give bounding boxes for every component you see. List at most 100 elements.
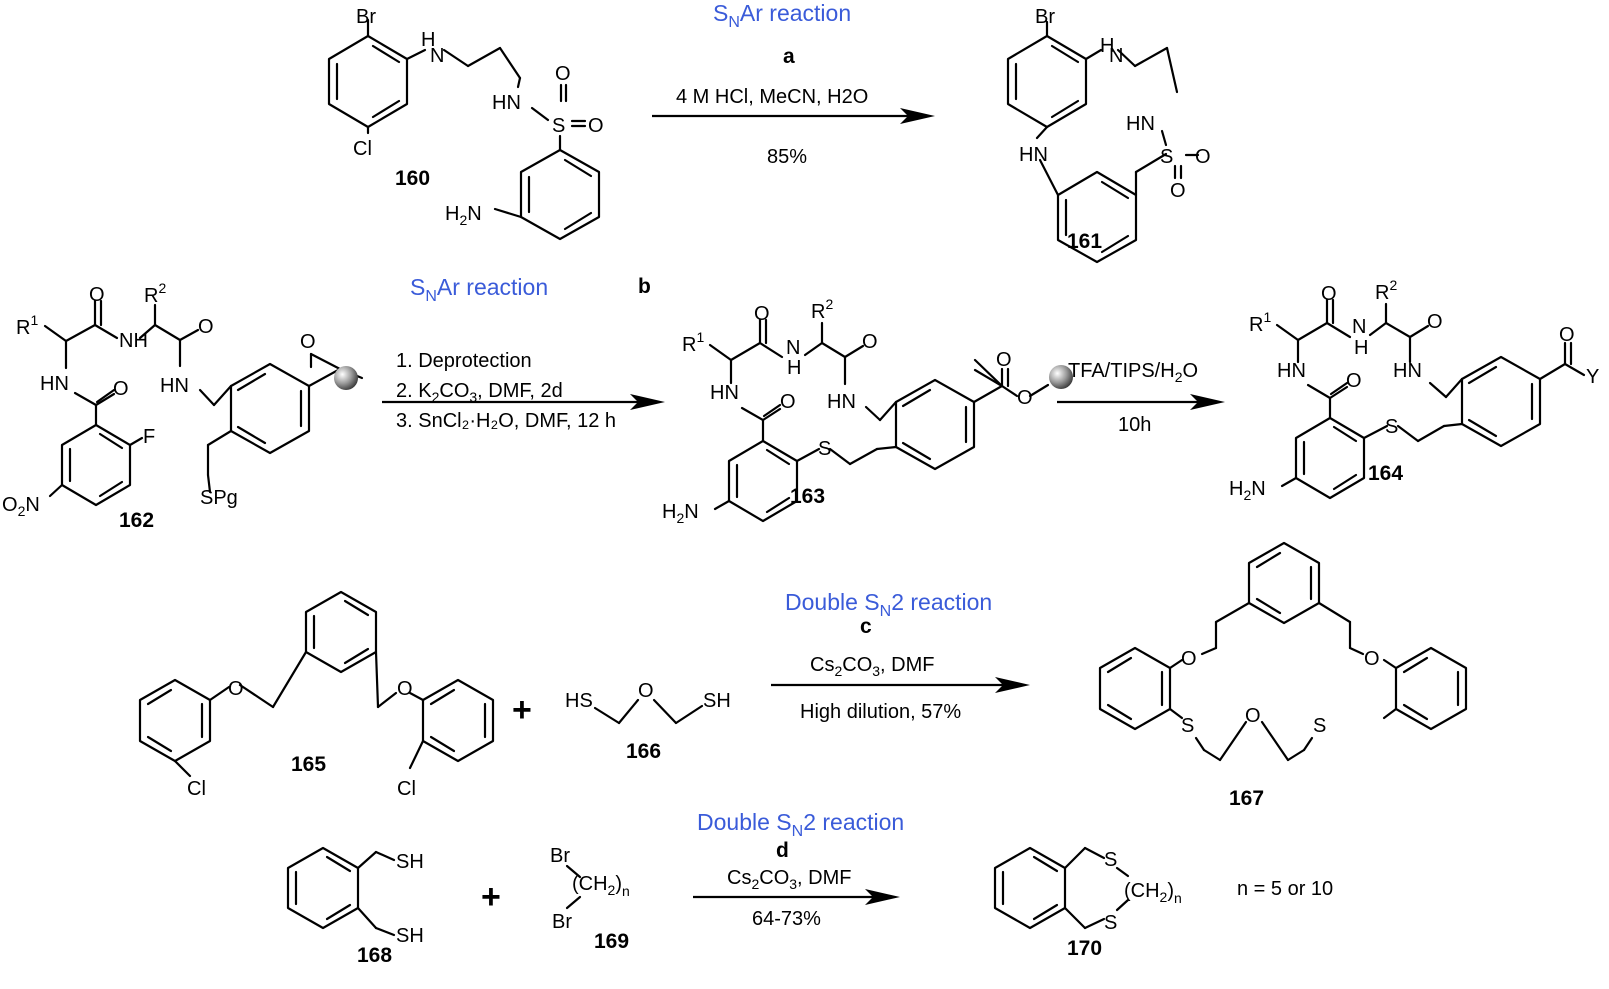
atom-o: O xyxy=(1427,311,1443,333)
atom-o2n: O2N xyxy=(2,494,40,519)
atom-n: N xyxy=(430,45,444,67)
atom-o: O xyxy=(1181,648,1197,670)
atom-hn: HN xyxy=(710,382,739,404)
atom-h2n: H2N xyxy=(1229,478,1266,503)
atom-hn: HN xyxy=(492,92,521,114)
atom-o: O xyxy=(1245,705,1261,727)
atom-r1: R1 xyxy=(16,312,38,339)
atom-br: Br xyxy=(552,911,572,933)
reaction-title-a: SNAr reaction xyxy=(713,0,851,31)
atom-ch2n: (CH2)n xyxy=(1124,880,1182,906)
atom-o: O xyxy=(1364,648,1380,670)
atom-o: O xyxy=(862,331,878,353)
atom-h: H xyxy=(421,29,435,51)
atom-n: N xyxy=(1109,45,1123,67)
atom-cl: Cl xyxy=(187,778,206,800)
atom-br: Br xyxy=(1035,6,1055,28)
atom-r1: R1 xyxy=(1249,309,1271,336)
compound-164-structure xyxy=(1275,298,1586,500)
atom-hn: HN xyxy=(1019,144,1048,166)
atom-o: O xyxy=(754,303,770,325)
atom-o: O xyxy=(1321,283,1337,305)
reaction-letter-d: d xyxy=(776,839,789,862)
plus-sign: + xyxy=(481,878,501,916)
atom-s: S xyxy=(1181,715,1194,737)
atom-hn: HN xyxy=(827,391,856,413)
atom-o: O xyxy=(198,316,214,338)
reaction-letter-c: c xyxy=(860,615,872,638)
atom-h2n: H2N xyxy=(662,501,699,526)
atom-s: S xyxy=(1104,849,1117,871)
atom-o: O xyxy=(1559,324,1575,346)
conditions-b-2: 2. K2CO3, DMF, 2d xyxy=(396,380,563,405)
compound-165-structure xyxy=(138,590,495,778)
conditions-b-4: TFA/TIPS/H2O xyxy=(1068,360,1198,385)
compound-label-167: 167 xyxy=(1229,787,1264,810)
reaction-letter-a: a xyxy=(783,45,795,68)
conditions-a-1: 4 M HCl, MeCN, H2O xyxy=(676,86,868,108)
variable-note: n = 5 or 10 xyxy=(1237,878,1333,900)
atom-hs: HS xyxy=(565,690,593,712)
atom-o: O xyxy=(397,678,413,700)
conditions-d-2: 64-73% xyxy=(752,908,821,930)
atom-r2: R2 xyxy=(1375,277,1397,304)
atom-y: Y xyxy=(1586,366,1599,388)
atom-hn: HN xyxy=(40,373,69,395)
compound-label-168: 168 xyxy=(357,944,392,967)
atom-s: S xyxy=(1160,146,1173,168)
atom-hn: HN xyxy=(160,375,189,397)
atom-nh: NH xyxy=(119,330,148,352)
compound-169-structure xyxy=(565,864,582,910)
atom-o: O xyxy=(89,284,105,306)
reaction-title-d: Double SN2 reaction xyxy=(697,809,904,840)
arrowhead-b2 xyxy=(1190,394,1225,410)
atom-o: O xyxy=(780,391,796,413)
atom-n: N xyxy=(1352,316,1366,338)
atom-sh: SH xyxy=(396,851,424,873)
reaction-a: Br Cl H N HN O S O H2N 160 SNAr reaction… xyxy=(327,0,1211,264)
reaction-b: R1 O NH R2 O HN O HN F O O2N SPg 162 SNA… xyxy=(2,274,1599,532)
atom-o: O xyxy=(1346,370,1362,392)
atom-o: O xyxy=(638,680,654,702)
compound-label-162: 162 xyxy=(119,509,154,532)
atom-hn: HN xyxy=(1393,360,1422,382)
atom-s: S xyxy=(1104,912,1117,934)
atom-r1: R1 xyxy=(682,329,704,356)
conditions-b-5: 10h xyxy=(1118,414,1151,436)
compound-166-structure xyxy=(593,698,704,725)
compound-160-structure xyxy=(327,18,601,241)
atom-o: O xyxy=(1170,180,1186,202)
compound-label-170: 170 xyxy=(1067,937,1102,960)
compound-label-161: 161 xyxy=(1067,230,1102,253)
compound-167-structure xyxy=(1098,541,1468,762)
compound-label-169: 169 xyxy=(594,930,629,953)
atom-o: O xyxy=(1195,146,1211,168)
atom-ch2n: (CH2)n xyxy=(572,873,630,899)
arrowhead-b1 xyxy=(630,394,665,410)
atom-sh: SH xyxy=(396,925,424,947)
plus-sign: + xyxy=(512,691,532,729)
atom-o: O xyxy=(588,115,604,137)
atom-s: S xyxy=(552,115,565,137)
compound-161-structure xyxy=(1006,20,1200,264)
reaction-letter-b: b xyxy=(638,275,651,298)
atom-f: F xyxy=(143,426,155,448)
atom-s: S xyxy=(1385,416,1398,438)
arrowhead-a xyxy=(900,108,935,124)
atom-h2n: H2N xyxy=(445,203,482,228)
atom-s: S xyxy=(1313,715,1326,737)
atom-h: H xyxy=(787,357,801,379)
atom-cl: Cl xyxy=(397,778,416,800)
compound-170-structure xyxy=(993,846,1130,930)
conditions-c-1: Cs2CO3, DMF xyxy=(810,654,934,679)
reaction-title-c: Double SN2 reaction xyxy=(785,589,992,620)
conditions-b-1: 1. Deprotection xyxy=(396,350,532,372)
reaction-d: SH SH 168 + Br (CH2)n Br 169 Double SN2 … xyxy=(286,809,1333,967)
reaction-c: O O Cl Cl 165 + HS O SH 166 Double SN2 r… xyxy=(138,541,1468,810)
compound-label-163: 163 xyxy=(790,485,825,508)
atom-n: N xyxy=(786,337,800,359)
compound-label-164: 164 xyxy=(1368,462,1403,485)
atom-s: S xyxy=(818,438,831,460)
atom-hn: HN xyxy=(1126,113,1155,135)
